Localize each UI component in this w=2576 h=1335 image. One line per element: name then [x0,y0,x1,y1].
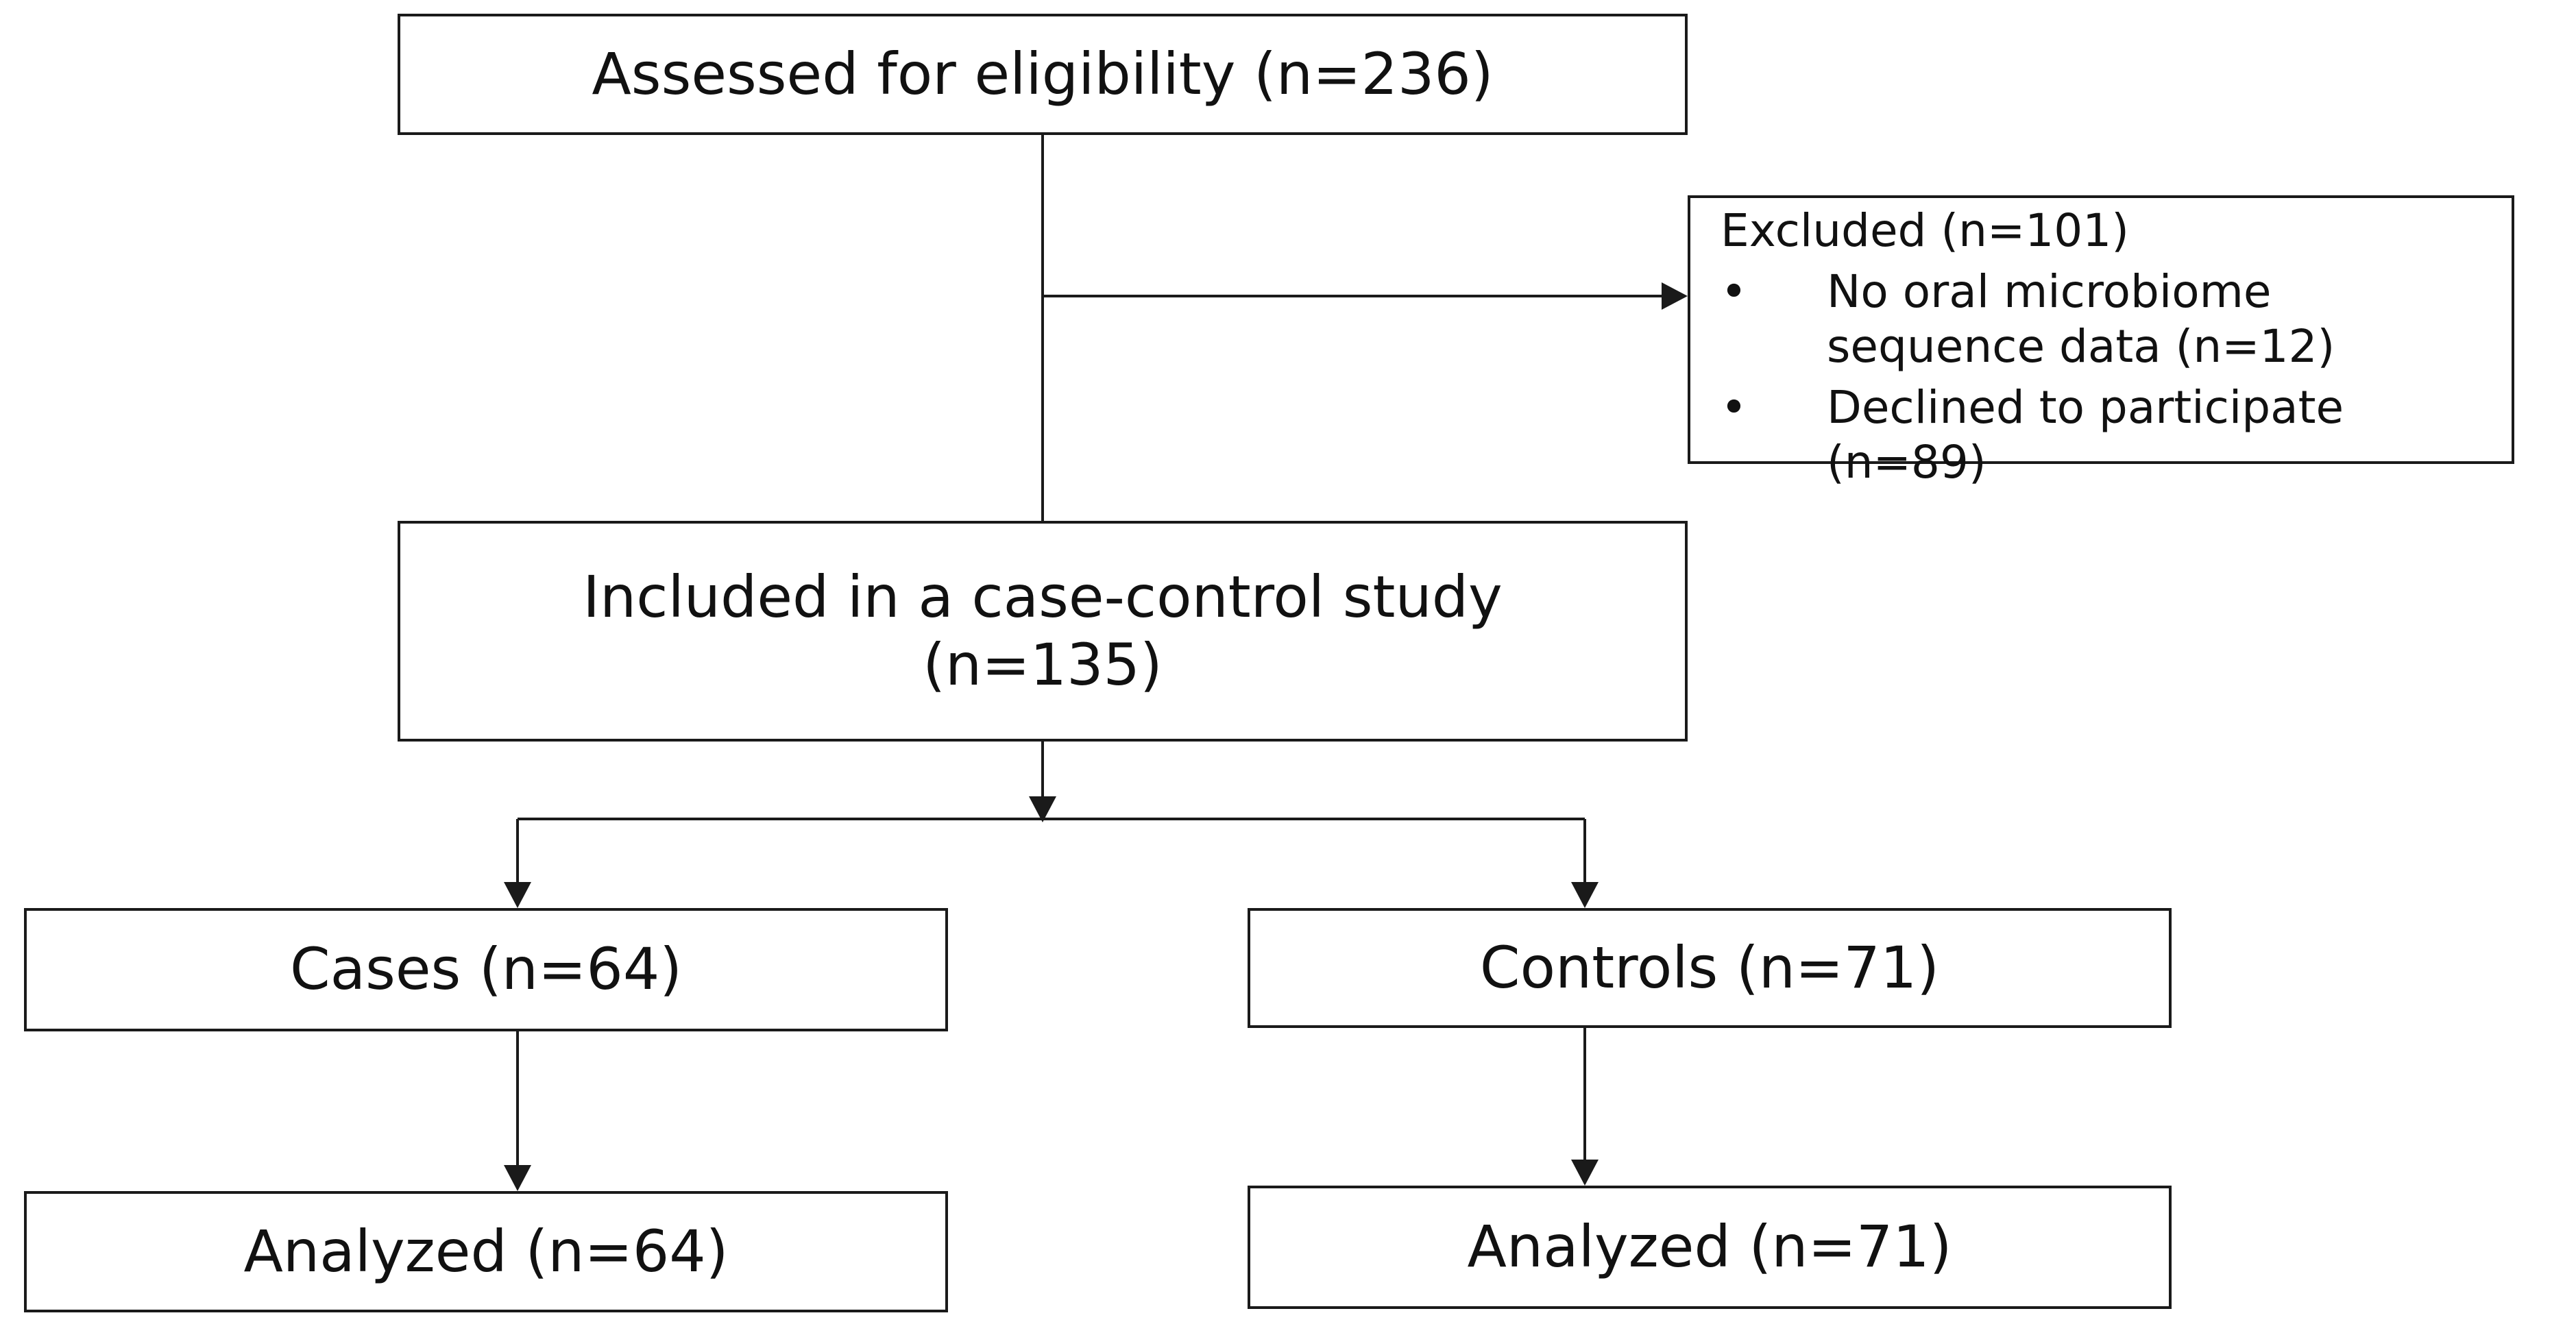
excluded-reason-text: Declined to participate (n=89) [1827,380,2344,489]
arrowhead-excluded [1662,282,1688,310]
bullet-icon: • [1721,265,1747,318]
analyzed-cases-box: Analyzed (n=64) [24,1191,948,1312]
excluded-reason: • No oral microbiome sequence data (n=12… [1721,265,2498,375]
excluded-box: Excluded (n=101) • No oral microbiome se… [1688,195,2514,489]
controls-box: Controls (n=71) [1248,908,2172,1028]
arrowhead-controls [1571,882,1599,908]
analyzed-cases-label: Analyzed (n=64) [243,1217,729,1285]
arrowhead-analyzed-cases [504,1165,531,1191]
cases-box: Cases (n=64) [24,908,948,1031]
assessed-label: Assessed for eligibility (n=236) [592,40,1494,108]
analyzed-controls-label: Analyzed (n=71) [1467,1213,1952,1281]
arrowhead-analyzed-controls [1571,1160,1599,1186]
analyzed-controls-box: Analyzed (n=71) [1248,1186,2172,1309]
included-label-line2: (n=135) [923,631,1163,698]
cases-label: Cases (n=64) [289,935,683,1003]
assessed-box: Assessed for eligibility (n=236) [398,14,1688,135]
bullet-icon: • [1721,380,1747,434]
included-box: Included in a case-control study (n=135) [398,521,1688,742]
excluded-reason: • Declined to participate (n=89) [1721,380,2498,491]
excluded-title: Excluded (n=101) [1721,204,2130,257]
included-label-line1: Included in a case-control study [583,563,1503,630]
excluded-reasons-list: • No oral microbiome sequence data (n=12… [1721,265,2498,496]
controls-label: Controls (n=71) [1479,933,1940,1001]
arrowhead-cases [504,882,531,908]
excluded-reason-text: No oral microbiome sequence data (n=12) [1827,265,2335,373]
arrowhead-split [1029,796,1056,822]
